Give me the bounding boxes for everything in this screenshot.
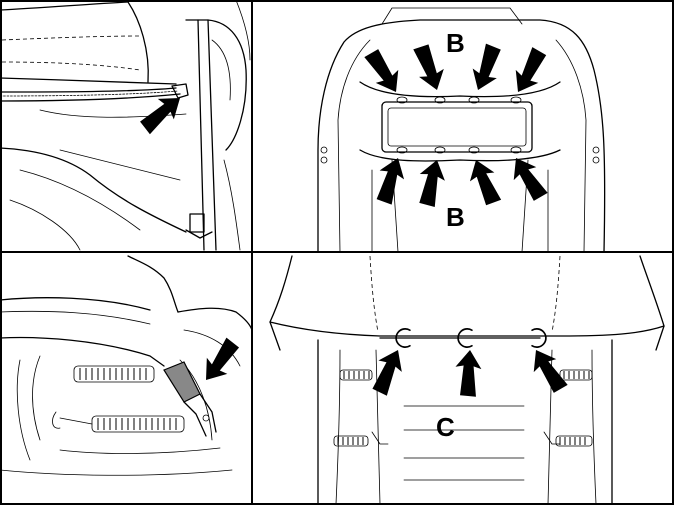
panel-seat-back-rear: B B <box>317 7 606 253</box>
panel-seat-bottom: C <box>269 255 665 505</box>
hog-rings-upper <box>396 96 522 104</box>
arrow-icon <box>410 42 450 95</box>
callout-c: C <box>436 412 455 442</box>
hog-rings-lower <box>396 146 522 154</box>
arrow-icon <box>506 45 553 99</box>
panel-zipper <box>0 0 251 251</box>
spring-icon <box>559 369 593 381</box>
arrow-icon <box>463 155 504 208</box>
spring-icon <box>339 369 373 381</box>
arrow-icon <box>504 151 551 205</box>
arrow-icon <box>453 348 483 397</box>
callout-b-top: B <box>446 28 465 58</box>
arrow-icon <box>361 45 408 99</box>
spring-icon <box>555 435 593 447</box>
zipper-icon <box>0 83 189 102</box>
panel-springs-pliers <box>0 255 253 476</box>
spring-icon <box>333 435 369 447</box>
arrow-icon <box>465 42 508 95</box>
spring-icon <box>91 415 185 433</box>
callout-b-bottom: B <box>446 202 465 232</box>
spring-icon <box>73 365 155 383</box>
pliers-icon <box>163 361 217 437</box>
arrow-icon <box>366 344 410 398</box>
arrow-icon <box>370 153 411 206</box>
arrow-icon <box>412 156 450 208</box>
